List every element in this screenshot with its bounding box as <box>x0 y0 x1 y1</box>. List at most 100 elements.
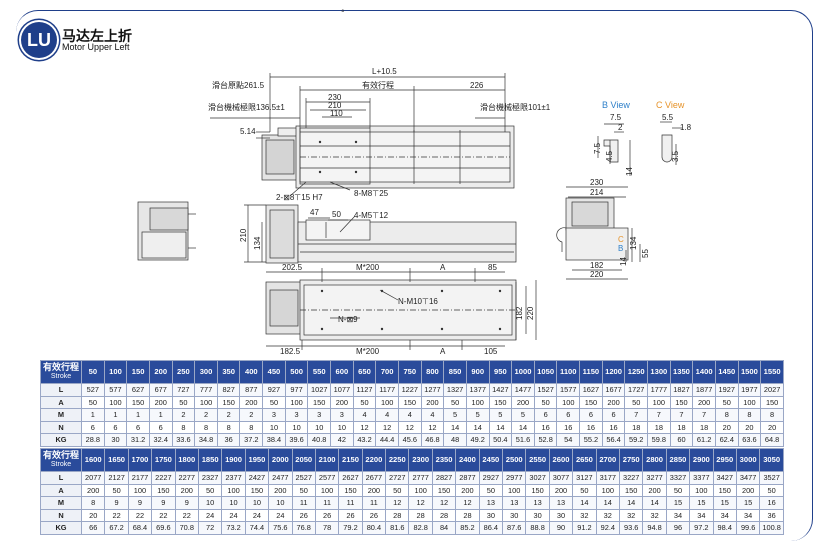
table-cell: 1127 <box>352 383 377 397</box>
stroke-header-cell: 1750 <box>151 448 176 472</box>
table-cell: 50 <box>197 483 223 497</box>
table-cell: 3477 <box>735 471 761 485</box>
table-cell: 50 <box>533 395 558 409</box>
table-cell: 11 <box>314 496 340 510</box>
table-cell: 28.8 <box>81 433 105 447</box>
stroke-header-cell: 2550 <box>525 448 550 472</box>
table-cell: 50 <box>291 483 316 497</box>
table-cell: 28 <box>455 508 480 522</box>
table-cell: 18 <box>647 420 671 434</box>
table-cell: 34 <box>665 508 691 522</box>
table-cell: 81.6 <box>385 521 410 535</box>
limit-left-label: 滑台機械極限136.5±1 <box>208 102 285 112</box>
stroke-header-cell: 2600 <box>548 448 574 472</box>
end-dim-220: 220 <box>590 270 604 279</box>
table-cell: 68.4 <box>127 521 153 535</box>
table-cell: 28 <box>408 508 433 522</box>
table-cell: 84 <box>431 521 457 535</box>
b-dim-7-5-side: 7.5 <box>593 142 602 154</box>
end-dim-214: 214 <box>590 188 604 197</box>
stroke-header-cell: 2300 <box>408 448 433 472</box>
end-b-marker: B <box>618 244 623 253</box>
stroke-header-cell: 1700 <box>127 448 153 472</box>
b-dim-4-5: 4.5 <box>605 150 614 162</box>
stroke-header-cell: 1950 <box>244 448 270 472</box>
table-cell: 92.4 <box>595 521 620 535</box>
table-cell: 14 <box>488 420 513 434</box>
table-cell: 22 <box>127 508 153 522</box>
stroke-header-cell: 2950 <box>712 448 737 472</box>
side-screw-label: 4-M5⊤12 <box>354 211 389 220</box>
table-cell: 74.4 <box>244 521 270 535</box>
table-cell: 38.4 <box>262 433 286 447</box>
pin-label: 2-⊠8⊤15 H7 <box>276 193 323 202</box>
table-cell: 18 <box>624 420 649 434</box>
table-cell: 200 <box>361 483 387 497</box>
table-cell: 2 <box>194 408 218 422</box>
table-cell: 56.4 <box>601 433 626 447</box>
table-cell: 3 <box>307 408 332 422</box>
stroke-header-cell: 850 <box>443 360 467 384</box>
row-label: M <box>40 496 82 510</box>
table-cell: 200 <box>735 483 761 497</box>
table-cell: 1777 <box>647 383 671 397</box>
table-cell: 777 <box>194 383 218 397</box>
table-cell: 1427 <box>488 383 513 397</box>
table-cell: 75.6 <box>268 521 293 535</box>
table-cell: 1977 <box>737 383 762 397</box>
stroke-header-en: Stroke <box>50 373 72 380</box>
table-cell: 15 <box>689 496 714 510</box>
table-cell: 11 <box>338 496 363 510</box>
table-cell: 18 <box>692 420 716 434</box>
table-cell: 3377 <box>689 471 714 485</box>
stroke-header-cell: 800 <box>420 360 445 384</box>
table-cell: 9 <box>127 496 153 510</box>
stroke-header-cell: 1150 <box>579 360 603 384</box>
table-cell: 150 <box>525 483 550 497</box>
table-cell: 1877 <box>692 383 716 397</box>
table-cell: 200 <box>692 395 716 409</box>
table-cell: 3227 <box>618 471 644 485</box>
end-view <box>556 186 641 280</box>
dim-m200-top: M*200 <box>356 263 380 272</box>
dim-182-5: 182.5 <box>280 347 301 356</box>
c-view-title: C View <box>656 100 685 110</box>
table-cell: 34 <box>712 508 737 522</box>
table-cell: 2077 <box>80 471 106 485</box>
table-cell: 200 <box>80 483 106 497</box>
dim-226: 226 <box>470 81 484 90</box>
table-cell: 22 <box>174 508 199 522</box>
table-cell: 2627 <box>338 471 363 485</box>
table-cell: 7 <box>669 408 694 422</box>
table-cell: 14 <box>642 496 667 510</box>
table-cell: 1327 <box>443 383 467 397</box>
table-cell: 93.6 <box>618 521 644 535</box>
table-cell: 150 <box>397 395 422 409</box>
table-cell: 2277 <box>174 471 199 485</box>
table-cell: 50.4 <box>488 433 513 447</box>
table-cell: 32.4 <box>148 433 173 447</box>
stroke-header-cell: 3000 <box>735 448 761 472</box>
table-cell: 5 <box>465 408 490 422</box>
c-view-detail <box>660 121 682 165</box>
table-cell: 2727 <box>385 471 410 485</box>
c-dim-3-5: 3.5 <box>671 150 680 162</box>
table-cell: 14 <box>465 420 490 434</box>
table-cell: 34 <box>689 508 714 522</box>
table-cell: 59.8 <box>647 433 671 447</box>
motor-side-view <box>137 201 196 261</box>
table-cell: 12 <box>375 420 399 434</box>
table-cell: 43.2 <box>352 433 377 447</box>
page-subtitle: Motor Upper Left <box>62 42 130 52</box>
table-cell: 2327 <box>197 471 223 485</box>
table-cell: 4 <box>375 408 399 422</box>
dim-47: 47 <box>310 208 319 217</box>
table-cell: 96 <box>665 521 691 535</box>
stroke-header-cell: 650 <box>352 360 377 384</box>
table-cell: 14 <box>595 496 620 510</box>
stroke-header-cell: 2650 <box>572 448 597 472</box>
table-cell: 200 <box>330 395 354 409</box>
